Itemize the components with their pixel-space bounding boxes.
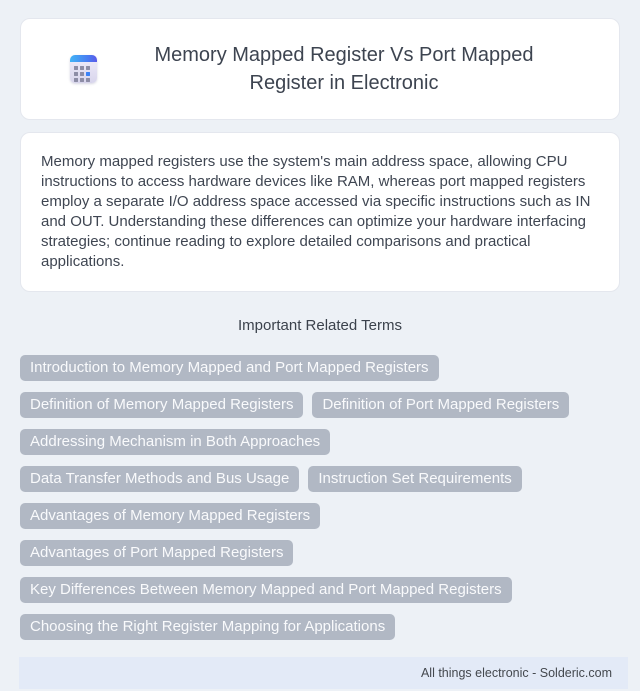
summary-text: Memory mapped registers use the system's… — [41, 153, 591, 270]
related-terms-list: Introduction to Memory Mapped and Port M… — [20, 355, 620, 640]
term-row: Advantages of Port Mapped Registers — [20, 540, 620, 566]
title-card: Memory Mapped Register Vs Port Mapped Re… — [20, 18, 620, 120]
term-row: Introduction to Memory Mapped and Port M… — [20, 355, 620, 381]
page-title: Memory Mapped Register Vs Port Mapped Re… — [154, 44, 534, 94]
summary-card: Memory mapped registers use the system's… — [20, 132, 620, 292]
term-tag-addressing-mechanism[interactable]: Addressing Mechanism in Both Approaches — [20, 429, 331, 455]
term-row: Key Differences Between Memory Mapped an… — [20, 577, 620, 603]
term-tag-definition-port[interactable]: Definition of Port Mapped Registers — [312, 392, 570, 418]
footer-text: All things electronic - Solderic.com — [420, 666, 612, 680]
calendar-icon — [70, 55, 97, 83]
footer-bar: All things electronic - Solderic.com — [19, 657, 628, 689]
term-row: Definition of Memory Mapped Registers De… — [20, 392, 620, 418]
term-tag-choosing-mapping[interactable]: Choosing the Right Register Mapping for … — [20, 614, 396, 640]
term-row: Advantages of Memory Mapped Registers — [20, 503, 620, 529]
term-tag-key-differences[interactable]: Key Differences Between Memory Mapped an… — [20, 577, 512, 603]
term-row: Data Transfer Methods and Bus Usage Inst… — [20, 466, 620, 492]
term-tag-instruction-set[interactable]: Instruction Set Requirements — [308, 466, 522, 492]
term-tag-data-transfer[interactable]: Data Transfer Methods and Bus Usage — [20, 466, 300, 492]
term-tag-advantages-memory[interactable]: Advantages of Memory Mapped Registers — [20, 503, 321, 529]
term-tag-definition-memory[interactable]: Definition of Memory Mapped Registers — [20, 392, 304, 418]
related-terms-heading: Important Related Terms — [238, 317, 402, 334]
calendar-icon-topbar — [70, 55, 97, 62]
term-row: Addressing Mechanism in Both Approaches — [20, 429, 620, 455]
calendar-icon-grid — [74, 66, 93, 82]
term-row: Choosing the Right Register Mapping for … — [20, 614, 620, 640]
term-tag-introduction[interactable]: Introduction to Memory Mapped and Port M… — [20, 355, 439, 381]
term-tag-advantages-port[interactable]: Advantages of Port Mapped Registers — [20, 540, 294, 566]
